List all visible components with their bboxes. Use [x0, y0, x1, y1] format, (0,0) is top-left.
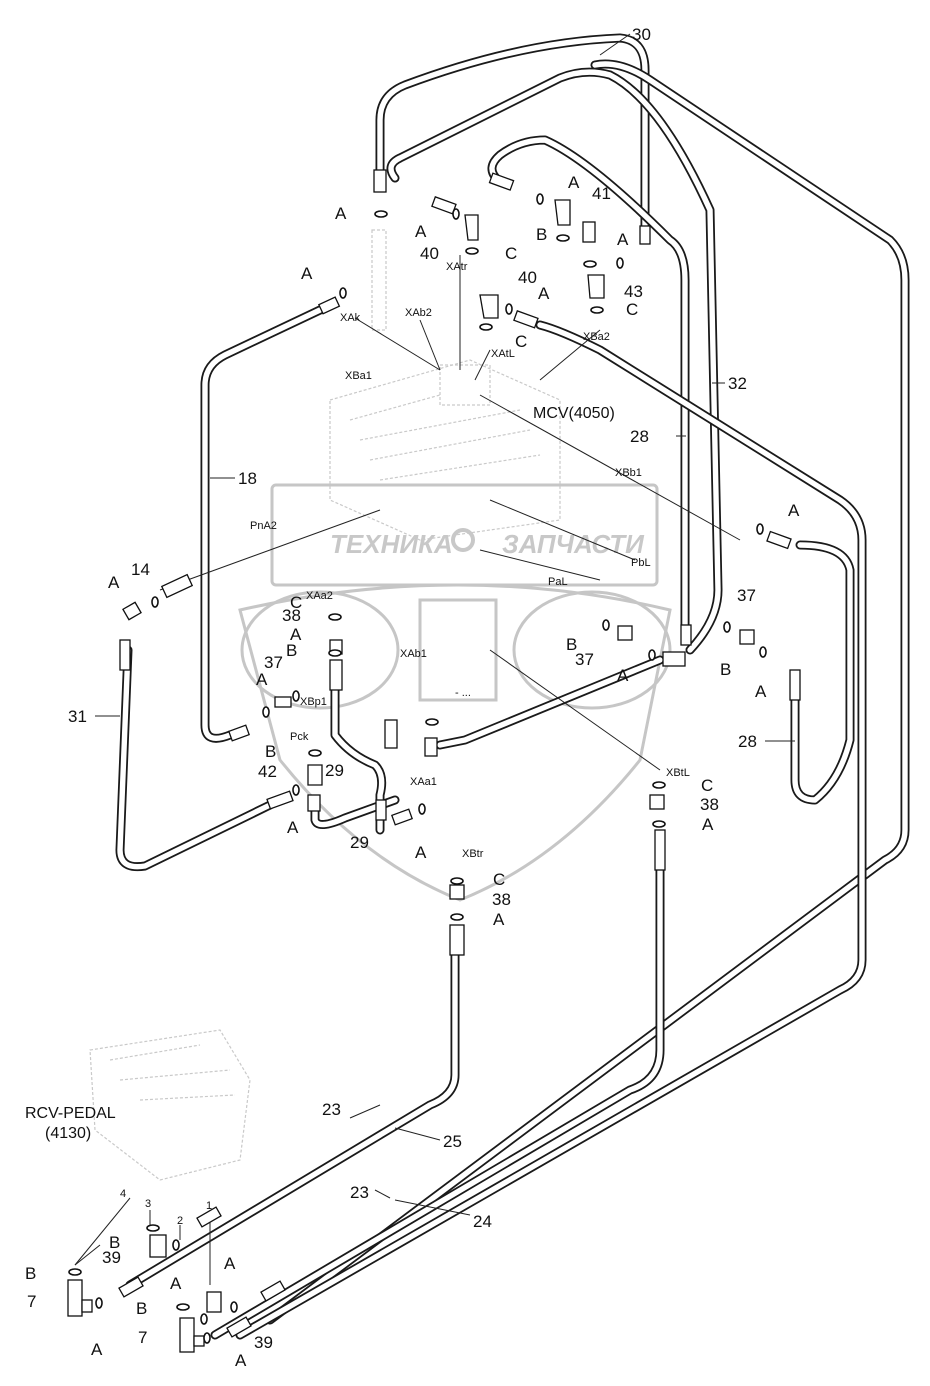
port-number-3: 3 [145, 1198, 151, 1210]
rcv-pedal-label: RCV-PEDAL [25, 1105, 116, 1122]
seal-label-b: B [109, 1233, 120, 1252]
part-number-14: 14 [131, 560, 150, 579]
mcv-ghost-outline [329, 229, 561, 541]
leader-lines [74, 33, 795, 1285]
part-number-7-right: 7 [138, 1328, 147, 1347]
part-number-23: 23 [322, 1100, 341, 1119]
seal-label-c: C [493, 870, 505, 889]
seal-label-c: C [515, 332, 527, 351]
seal-label-a: A [617, 230, 629, 249]
part-number-25: 25 [443, 1132, 462, 1151]
part-number-32: 32 [728, 374, 747, 393]
part-number-7-left: 7 [27, 1292, 36, 1311]
port-label-xab1: XAb1 [400, 648, 427, 660]
seal-label-a: A [617, 666, 629, 685]
rcv-pedal-ghost-outline [89, 1029, 251, 1181]
port-label-pna2: PnA2 [250, 520, 277, 532]
seal-label-a: A [755, 682, 767, 701]
port-label-xba1: XBa1 [345, 370, 372, 382]
seal-label-b: B [286, 641, 297, 660]
seal-label-a: A [235, 1351, 247, 1370]
port-label-xak: XAk [340, 312, 361, 324]
part-number-39-right: 39 [254, 1333, 273, 1352]
port-label-xatr: XAtr [446, 261, 468, 273]
port-number-2: 2 [177, 1215, 183, 1227]
seal-label-a: A [91, 1340, 103, 1359]
part-number-30: 30 [632, 25, 651, 44]
seal-label-a: A [256, 670, 268, 689]
port-number-4: 4 [120, 1188, 126, 1200]
part-number-24: 24 [473, 1212, 492, 1231]
seal-label-a: A [335, 204, 347, 223]
part-number-41: 41 [592, 184, 611, 203]
part-number-18: 18 [238, 469, 257, 488]
part-number-39-left: 39 [102, 1248, 121, 1267]
watermark-left-text: ТЕХНИКА [330, 529, 453, 559]
seal-label-a: A [788, 501, 800, 520]
seal-label-b: B [25, 1264, 36, 1283]
seal-label-b: B [720, 660, 731, 679]
port-label-pal: PaL [548, 576, 568, 588]
seal-label-c: C [505, 244, 517, 263]
part-number-28: 28 [630, 427, 649, 446]
part-number-38-right: 38 [700, 795, 719, 814]
part-number-38-left: 38 [282, 606, 301, 625]
watermark-right-text: ЗАПЧАСТИ [502, 529, 645, 559]
part-number-31: 31 [68, 707, 87, 726]
port-label-xatl: XAtL [491, 348, 515, 360]
port-label-xbtr: XBtr [462, 848, 484, 860]
port-label-xbb1: XBb1 [615, 467, 642, 479]
part-number-29-lower: 29 [350, 833, 369, 852]
port-label-pck: Pck [290, 731, 309, 743]
part-number-29: 29 [325, 761, 344, 780]
part-number-40: 40 [420, 244, 439, 263]
seal-label-a: A [108, 573, 120, 592]
dash-note: - ... [455, 687, 471, 699]
seal-label-a: A [301, 264, 313, 283]
o-rings [68, 193, 767, 1344]
seal-label-a: A [170, 1274, 182, 1293]
mcv-label: MCV(4050) [533, 405, 615, 422]
seal-label-c: C [701, 776, 713, 795]
gear-icon [451, 528, 475, 552]
part-number-37-right: 37 [737, 586, 756, 605]
seal-label-c: C [290, 593, 302, 612]
port-label-pbl: PbL [631, 557, 651, 569]
watermark: ТЕХНИКА ЗАПЧАСТИ [238, 483, 672, 902]
seal-label-a: A [224, 1254, 236, 1273]
seal-label-b: B [136, 1299, 147, 1318]
part-number-43: 43 [624, 282, 643, 301]
part-number-38-bottom: 38 [492, 890, 511, 909]
seal-label-b: B [566, 635, 577, 654]
part-number-42: 42 [258, 762, 277, 781]
seal-label-a: A [493, 910, 505, 929]
part-number-28-right: 28 [738, 732, 757, 751]
seal-label-b: B [536, 225, 547, 244]
port-number-1: 1 [206, 1200, 212, 1212]
seal-letters: A A A B C A A A C C A A C A B B A A B A … [25, 173, 800, 1370]
fittings [67, 169, 801, 1353]
rcv-pedal-code-label: (4130) [45, 1125, 91, 1142]
hoses [115, 33, 910, 1340]
seal-label-a: A [287, 818, 299, 837]
seal-label-a: A [702, 815, 714, 834]
part-number-37-left: 37 [264, 653, 283, 672]
seal-label-c: C [626, 300, 638, 319]
port-label-xbp1: XBp1 [300, 696, 327, 708]
part-number-37-center: 37 [575, 650, 594, 669]
seal-label-a: A [538, 284, 550, 303]
port-label-xba2: XBa2 [583, 331, 610, 343]
part-number-40-second: 40 [518, 268, 537, 287]
port-label-xaa2: XAa2 [306, 590, 333, 602]
seal-label-a: A [415, 843, 427, 862]
port-label-xbtl: XBtL [666, 767, 690, 779]
seal-label-a: A [568, 173, 580, 192]
seal-label-a: A [415, 222, 427, 241]
port-label-xab2: XAb2 [405, 307, 432, 319]
seal-label-a: A [290, 625, 302, 644]
seal-label-b: B [265, 742, 276, 761]
port-label-xaa1: XAa1 [410, 776, 437, 788]
part-number-23-second: 23 [350, 1183, 369, 1202]
